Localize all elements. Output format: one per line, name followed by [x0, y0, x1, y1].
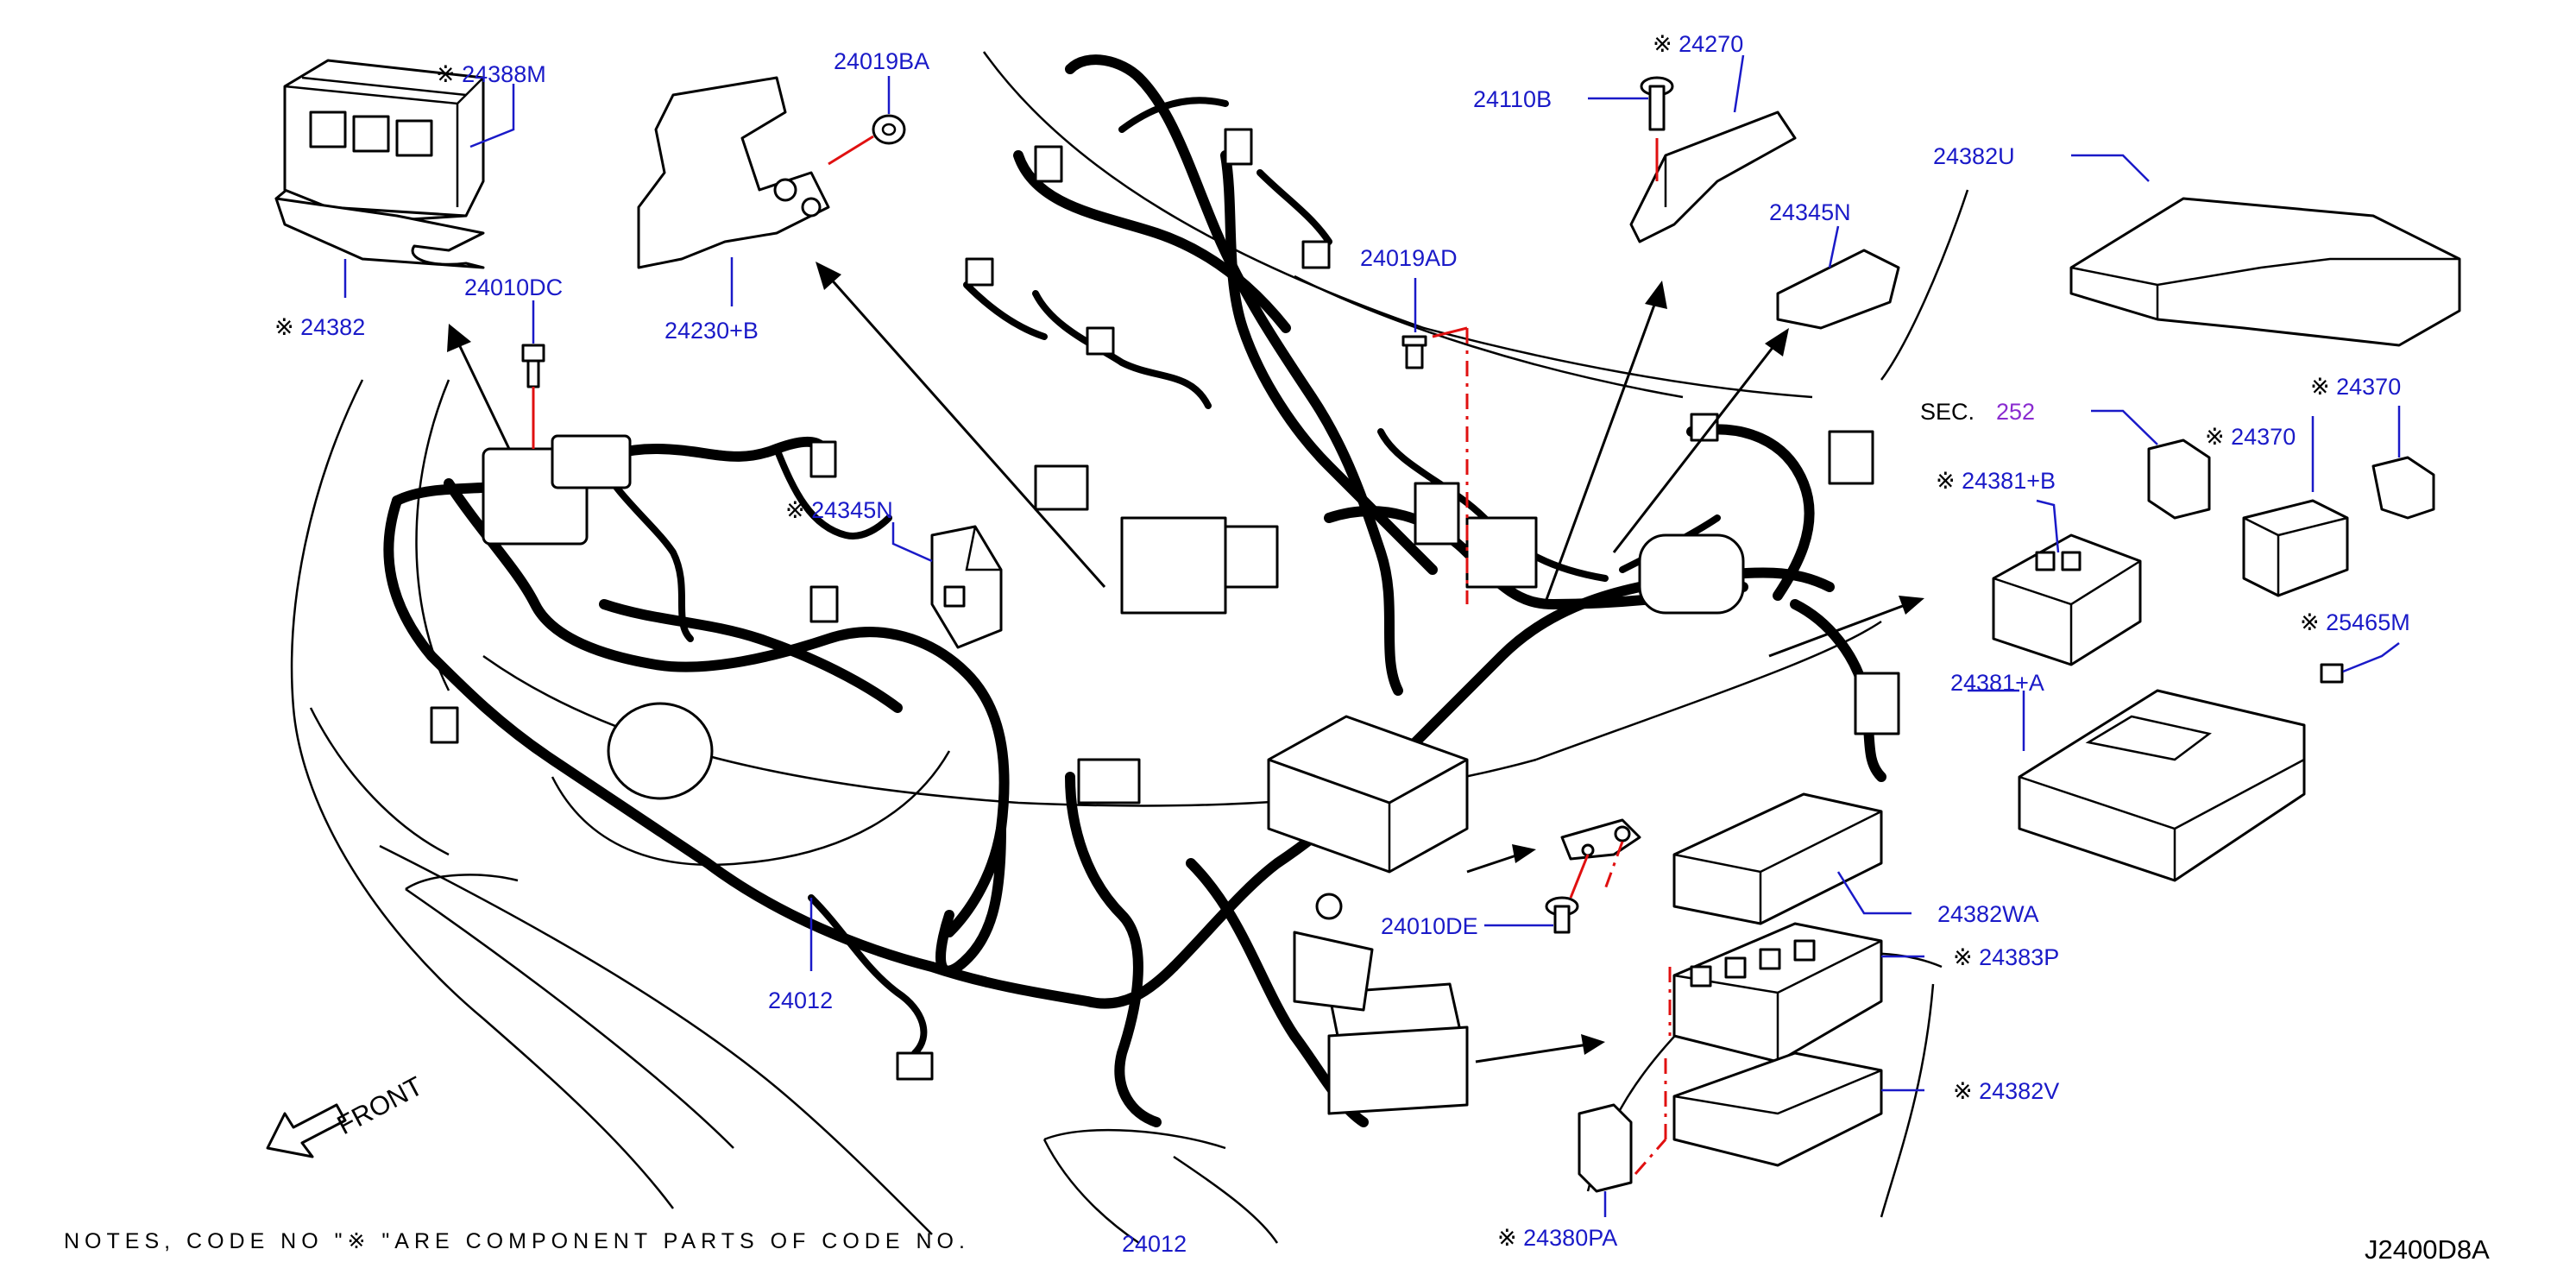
part-24010DE: [1545, 896, 1579, 934]
part-number: 24382V: [1979, 1078, 2059, 1104]
mark-symbol: ※: [274, 314, 300, 340]
part-24370-b: [2371, 456, 2435, 520]
part-24382U: [2069, 197, 2461, 347]
front-label: FRONT: [332, 1070, 428, 1140]
callout-24381A: 24381+A: [1950, 670, 2044, 696]
part-24380PA: [1578, 1103, 1633, 1193]
part-25465M: [2320, 663, 2344, 684]
diagram-code: J2400D8A: [2365, 1234, 2490, 1265]
engine-room-box: [1267, 715, 1469, 1115]
callout-24230B: 24230+B: [664, 318, 759, 344]
part-24382-plate: [274, 197, 485, 269]
part-24019AD: [1401, 335, 1427, 369]
part-number: 24010DC: [464, 274, 563, 300]
part-number: 24370: [2231, 424, 2296, 450]
part-number: 24012: [768, 988, 833, 1013]
callout-24270: ※ 24270: [1653, 31, 1743, 57]
part-24383P: [1672, 922, 1883, 1063]
part-24019BA: [872, 114, 906, 145]
callout-24010DE: 24010DE: [1381, 913, 1478, 939]
mark-symbol: ※: [1953, 944, 1979, 970]
callout-25465M: ※ 25465M: [2300, 609, 2410, 635]
callout-24345N-right: 24345N: [1769, 199, 1851, 225]
part-sec252-relay: [2147, 439, 2211, 520]
part-24382V: [1672, 1051, 1883, 1167]
mark-symbol: ※: [1497, 1225, 1523, 1251]
part-number: 24010DE: [1381, 913, 1478, 939]
callout-24382: ※ 24382: [274, 314, 365, 340]
front-arrow-icon: [266, 1103, 347, 1158]
part-number: 24381+B: [1962, 468, 2056, 494]
part-24381B: [1992, 533, 2142, 666]
mark-symbol: ※: [785, 497, 811, 523]
part-number: 24382U: [1933, 143, 2015, 169]
part-number: 24382: [300, 314, 365, 340]
mark-symbol: ※: [2310, 374, 2336, 400]
callout-24019AD: 24019AD: [1360, 245, 1458, 271]
part-number: 24230+B: [664, 318, 759, 344]
part-24110B: [1640, 76, 1674, 131]
part-24010DC: [521, 344, 545, 388]
mark-symbol: ※: [436, 61, 462, 87]
callout-24370-b: ※ 24370: [2205, 424, 2296, 450]
body-outline: [290, 51, 1969, 1245]
harness-connectors: [430, 128, 1900, 1081]
part-number: 24019BA: [834, 48, 929, 74]
part-labels: ※ 24388M ※ 24382 24010DC 24019BA 24230+B…: [64, 31, 2490, 1265]
notes-text: NOTES, CODE NO "※ "ARE COMPONENT PARTS O…: [64, 1229, 970, 1253]
sec-prefix: SEC.: [1920, 399, 1975, 425]
callout-24012-bottom: 24012: [1122, 1231, 1187, 1257]
callout-24110B: 24110B: [1473, 86, 1552, 112]
explode-arrows: [447, 262, 1924, 1063]
callout-24380PA: ※ 24380PA: [1497, 1225, 1617, 1251]
callout-24381B: ※ 24381+B: [1936, 468, 2056, 494]
callout-24382U: 24382U: [1933, 143, 2015, 169]
part-number: 24019AD: [1360, 245, 1458, 271]
part-number: 25465M: [2326, 609, 2410, 635]
part-number: 24388M: [462, 61, 546, 87]
callout-24345N-left: ※ 24345N: [785, 497, 893, 523]
leader-lines: [343, 54, 2401, 1217]
part-24270: [1629, 110, 1797, 243]
part-number: 24012: [1122, 1231, 1187, 1257]
part-number: 24383P: [1979, 944, 2059, 970]
part-number: 24110B: [1473, 86, 1552, 112]
part-24382WA: [1672, 792, 1883, 925]
mark-symbol: ※: [1936, 468, 1962, 494]
mark-symbol: ※: [2205, 424, 2231, 450]
part-number: 24382WA: [1937, 901, 2039, 927]
callout-24382WA: 24382WA: [1937, 901, 2039, 927]
callout-24383P: ※ 24383P: [1953, 944, 2059, 970]
mark-symbol: ※: [2300, 609, 2326, 635]
part-number: 24345N: [1769, 199, 1851, 225]
callout-24370-a: ※ 24370: [2310, 374, 2401, 400]
part-number: 24381+A: [1950, 670, 2044, 696]
part-24230B: [637, 76, 830, 269]
part-24345N-left: [930, 525, 1003, 649]
callout-24388M: ※ 24388M: [436, 61, 546, 87]
part-24345N-right: [1776, 249, 1900, 330]
callout-24012-mid: 24012: [768, 988, 833, 1013]
filler-cap-icon: [607, 702, 714, 800]
part-number: 24380PA: [1523, 1225, 1617, 1251]
part-24370-a: [2242, 499, 2349, 597]
callout-24019BA: 24019BA: [834, 48, 929, 74]
mark-symbol: ※: [1953, 1078, 1979, 1104]
part-number: 24370: [2336, 374, 2401, 400]
callout-24382V: ※ 24382V: [1953, 1078, 2059, 1104]
part-24381A: [2018, 689, 2306, 882]
sec-link[interactable]: 252: [1996, 399, 2035, 425]
part-24010DE-bracket: [1560, 818, 1641, 861]
part-number: 24345N: [811, 497, 893, 523]
mark-symbol: ※: [1653, 31, 1678, 57]
part-number: 24270: [1678, 31, 1743, 57]
callout-24010DC: 24010DC: [464, 274, 563, 300]
